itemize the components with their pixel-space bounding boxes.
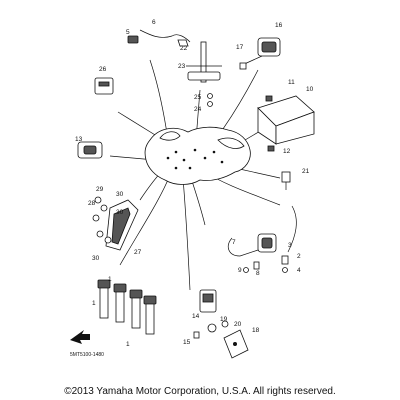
- drawing-code: 5MT5100-1480: [70, 352, 104, 358]
- callout-29: 29: [96, 186, 104, 193]
- part-16-17-coil: [239, 37, 281, 70]
- part-10-ecu: [257, 95, 315, 152]
- frame-body: [144, 126, 251, 185]
- callout-2: 2: [297, 253, 301, 260]
- callout-24: 24: [194, 106, 202, 113]
- callout-15: 15: [183, 339, 191, 346]
- front-arrow-icon: [70, 330, 90, 344]
- callout-20: 20: [234, 321, 242, 328]
- part-13-switch: [77, 141, 103, 159]
- callout-8: 8: [256, 270, 260, 277]
- callout-23: 23: [178, 63, 186, 70]
- callout-14: 14: [192, 313, 200, 320]
- part-14-20-sensor-assembly: [193, 289, 249, 359]
- callout-26: 26: [99, 66, 107, 73]
- part-27-bracket: [92, 196, 139, 251]
- callout-19: 19: [220, 316, 228, 323]
- callout-1-b: 1: [108, 276, 112, 283]
- callout-30-a: 30: [116, 191, 124, 198]
- part-26-relay: [94, 77, 114, 95]
- callout-11: 11: [288, 79, 295, 86]
- frame-head: [159, 131, 181, 141]
- callout-30-c: 30: [92, 255, 100, 262]
- callout-18: 18: [252, 327, 260, 334]
- callout-22: 22: [180, 45, 188, 52]
- part-22-23-sensor: [186, 41, 222, 107]
- callout-28: 28: [88, 200, 96, 207]
- part-1-ignition-coils: [97, 279, 157, 335]
- callout-25: 25: [194, 94, 202, 101]
- callout-1-a: 1: [92, 300, 96, 307]
- leader-upper-left: [149, 59, 169, 141]
- copyright-notice: ©2013 Yamaha Motor Corporation, U.S.A. A…: [64, 386, 336, 397]
- part-5-6-connector: [127, 29, 191, 47]
- callout-12: 12: [283, 148, 291, 155]
- callout-4: 4: [297, 267, 301, 274]
- leader-relay-left: [117, 111, 161, 139]
- callout-7: 7: [232, 239, 236, 246]
- part-21-sensor: [281, 171, 291, 190]
- part-7-relay: [227, 205, 297, 273]
- callout-1-c: 1: [126, 341, 130, 348]
- leader-sensor-right: [234, 167, 281, 179]
- callout-16: 16: [275, 22, 283, 29]
- callout-27: 27: [134, 249, 142, 256]
- callout-3: 3: [288, 242, 292, 249]
- callout-30-b: 30: [116, 209, 124, 216]
- callout-5: 5: [126, 29, 130, 36]
- callout-10: 10: [306, 86, 314, 93]
- frame-rear: [217, 137, 245, 149]
- callout-numbers: 6 5 16 22 17 23 26 25 24 11 10 13 12 21 …: [75, 19, 314, 348]
- frame-outline: [144, 126, 251, 185]
- callout-21: 21: [302, 168, 310, 175]
- leader-coils-bottom: [119, 174, 171, 266]
- callout-13: 13: [75, 136, 83, 143]
- callout-6: 6: [152, 19, 156, 26]
- callout-17: 17: [236, 44, 244, 51]
- leader-bottom-center: [182, 177, 191, 291]
- callout-9: 9: [238, 267, 242, 274]
